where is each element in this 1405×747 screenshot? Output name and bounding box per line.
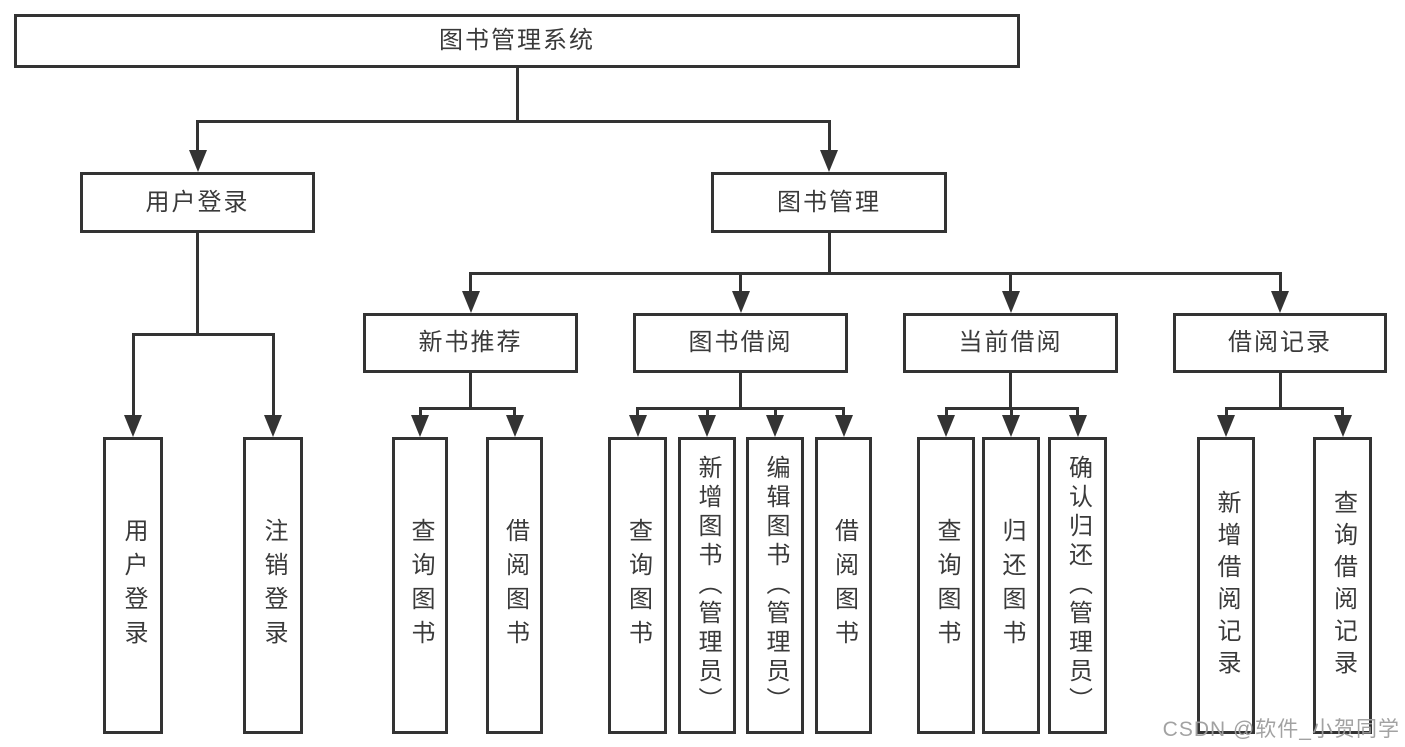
edge-trunk-borrow-records bbox=[1278, 373, 1282, 410]
node-leaf-query-book-1: 查询图书 bbox=[392, 437, 448, 734]
arrowhead-icon-book-borrow bbox=[731, 291, 750, 313]
node-label-root: 图书管理系统 bbox=[439, 27, 595, 54]
node-label-leaf-user-login: 用户登录 bbox=[120, 517, 147, 654]
node-new-book-recommend: 新书推荐 bbox=[363, 313, 578, 373]
node-label-leaf-logout: 注销登录 bbox=[260, 517, 287, 654]
node-leaf-borrow-book-2: 借阅图书 bbox=[815, 437, 872, 734]
edge-stem-leaf-user-login bbox=[131, 333, 135, 417]
node-label-leaf-query-book-1: 查询图书 bbox=[407, 517, 434, 654]
edge-trunk-book-management bbox=[827, 233, 831, 275]
node-label-leaf-add-borrow-record: 新增借阅记录 bbox=[1213, 489, 1240, 682]
node-leaf-query-book-2: 查询图书 bbox=[608, 437, 667, 734]
arrowhead-icon-leaf-add-borrow-record bbox=[1217, 415, 1235, 437]
edge-stem-new-book-recommend bbox=[469, 272, 472, 293]
node-leaf-add-borrow-record: 新增借阅记录 bbox=[1197, 437, 1255, 734]
arrowhead-icon-leaf-logout bbox=[264, 415, 282, 437]
edge-trunk-root bbox=[515, 68, 519, 123]
node-label-new-book-recommend: 新书推荐 bbox=[418, 329, 523, 356]
edge-trunk-current-borrow bbox=[1009, 373, 1012, 410]
edge-stem-book-borrow bbox=[739, 272, 742, 293]
node-current-borrow: 当前借阅 bbox=[903, 313, 1118, 373]
node-label-leaf-edit-book: 编辑图书（管理员） bbox=[762, 455, 789, 716]
edge-stem-user-login bbox=[196, 120, 199, 152]
arrowhead-icon-user-login bbox=[188, 150, 207, 172]
node-label-leaf-borrow-book-1: 借阅图书 bbox=[501, 517, 529, 654]
edge-stem-leaf-logout bbox=[271, 333, 275, 417]
node-label-leaf-add-book: 新增图书（管理员） bbox=[694, 455, 721, 716]
arrowhead-icon-leaf-query-borrow-record bbox=[1333, 415, 1352, 437]
node-label-user-login: 用户登录 bbox=[145, 188, 250, 216]
arrowhead-icon-leaf-query-book-1 bbox=[411, 415, 429, 437]
arrowhead-icon-borrow-records bbox=[1271, 291, 1289, 313]
arrowhead-icon-leaf-borrow-book-2 bbox=[834, 415, 853, 437]
edge-stem-leaf-edit-book bbox=[773, 407, 777, 417]
edge-bar-borrow-records bbox=[1224, 407, 1344, 410]
edge-bar-book-borrow bbox=[636, 407, 845, 410]
csdn-watermark: CSDN @软件_小贺同学 bbox=[1162, 718, 1400, 741]
node-label-leaf-query-book-3: 查询图书 bbox=[933, 517, 960, 654]
node-label-leaf-query-borrow-record: 查询借阅记录 bbox=[1329, 489, 1357, 682]
node-root: 图书管理系统 bbox=[14, 14, 1020, 68]
node-book-management: 图书管理 bbox=[711, 172, 947, 233]
edge-stem-borrow-records bbox=[1278, 272, 1282, 293]
node-leaf-edit-book: 编辑图书（管理员） bbox=[746, 437, 804, 734]
arrowhead-icon-book-management bbox=[820, 150, 838, 172]
node-leaf-confirm-return: 确认归还（管理员） bbox=[1048, 437, 1107, 734]
node-leaf-return-book: 归还图书 bbox=[982, 437, 1040, 734]
node-user-login: 用户登录 bbox=[80, 172, 315, 233]
node-leaf-user-login: 用户登录 bbox=[103, 437, 163, 734]
arrowhead-icon-leaf-add-book bbox=[698, 415, 716, 437]
arrowhead-icon-leaf-query-book-3 bbox=[937, 415, 955, 437]
edge-stem-leaf-query-book-1 bbox=[418, 407, 422, 417]
edge-stem-book-management bbox=[827, 120, 831, 152]
node-label-leaf-borrow-book-2: 借阅图书 bbox=[830, 517, 858, 654]
arrowhead-icon-leaf-query-book-2 bbox=[628, 415, 647, 437]
edge-stem-leaf-return-book bbox=[1009, 407, 1013, 417]
edge-stem-leaf-query-book-3 bbox=[944, 407, 948, 417]
node-label-book-borrow: 图书借阅 bbox=[688, 329, 793, 356]
edge-stem-leaf-add-borrow-record bbox=[1224, 407, 1228, 417]
edge-stem-leaf-query-book-2 bbox=[636, 407, 639, 417]
arrowhead-icon-leaf-edit-book bbox=[766, 415, 784, 437]
arrowhead-icon-leaf-return-book bbox=[1002, 415, 1020, 437]
edge-stem-leaf-confirm-return bbox=[1076, 407, 1079, 417]
node-borrow-records: 借阅记录 bbox=[1173, 313, 1387, 373]
node-book-borrow: 图书借阅 bbox=[633, 313, 848, 373]
node-leaf-borrow-book-1: 借阅图书 bbox=[486, 437, 543, 734]
edge-trunk-new-book-recommend bbox=[469, 373, 472, 410]
edge-stem-leaf-add-book bbox=[705, 407, 709, 417]
edge-stem-current-borrow bbox=[1009, 272, 1012, 293]
edge-bar-root bbox=[196, 120, 831, 123]
edge-trunk-user-login bbox=[196, 233, 199, 336]
edge-stem-leaf-query-borrow-record bbox=[1341, 407, 1344, 417]
node-label-current-borrow: 当前借阅 bbox=[958, 329, 1063, 356]
node-label-leaf-return-book: 归还图书 bbox=[998, 517, 1025, 654]
edge-bar-book-management bbox=[469, 272, 1282, 275]
node-leaf-query-borrow-record: 查询借阅记录 bbox=[1313, 437, 1372, 734]
node-leaf-add-book: 新增图书（管理员） bbox=[678, 437, 736, 734]
node-label-leaf-query-book-2: 查询图书 bbox=[624, 517, 652, 654]
edge-bar-new-book-recommend bbox=[418, 407, 516, 410]
node-label-book-management: 图书管理 bbox=[777, 188, 881, 216]
edge-trunk-book-borrow bbox=[739, 373, 742, 410]
arrowhead-icon-current-borrow bbox=[1001, 291, 1020, 313]
edge-bar-user-login bbox=[131, 333, 275, 336]
arrowhead-icon-leaf-user-login bbox=[124, 415, 142, 437]
node-label-borrow-records: 借阅记录 bbox=[1228, 329, 1332, 356]
arrowhead-icon-leaf-confirm-return bbox=[1068, 415, 1087, 437]
edge-stem-leaf-borrow-book-2 bbox=[842, 407, 845, 417]
node-label-leaf-confirm-return: 确认归还（管理员） bbox=[1064, 455, 1092, 716]
edge-stem-leaf-borrow-book-1 bbox=[513, 407, 516, 417]
node-leaf-query-book-3: 查询图书 bbox=[917, 437, 975, 734]
arrowhead-icon-new-book-recommend bbox=[461, 291, 480, 313]
node-leaf-logout: 注销登录 bbox=[243, 437, 303, 734]
arrowhead-icon-leaf-borrow-book-1 bbox=[505, 415, 524, 437]
